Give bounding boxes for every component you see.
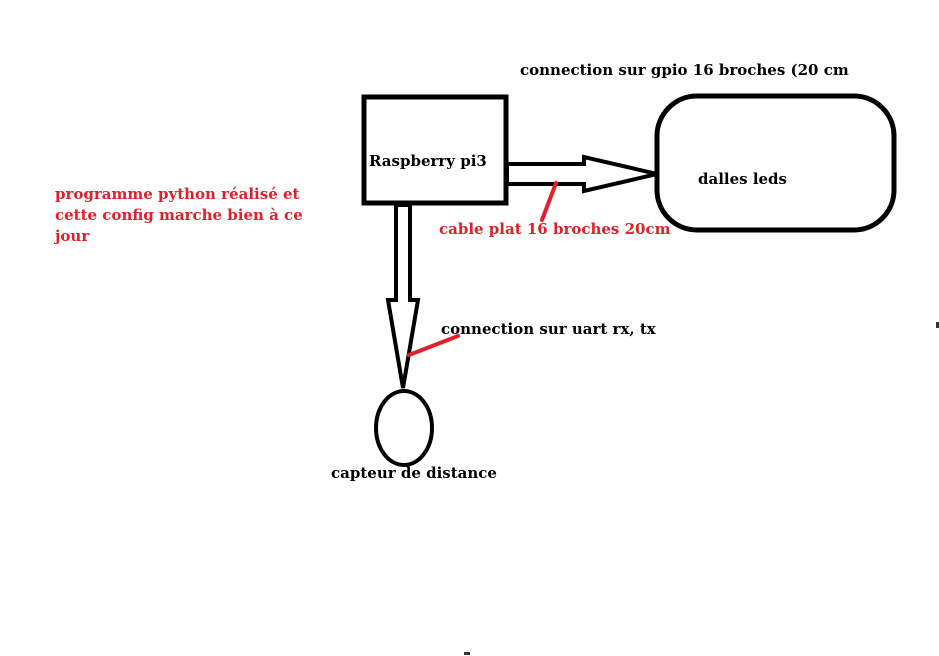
cable-label: cable plat 16 broches 20cm — [439, 220, 671, 238]
python-note-line-2: cette config marche bien à ce — [55, 206, 303, 224]
python-note-line-1: programme python réalisé et — [55, 185, 300, 203]
edge-mark-bottom — [464, 652, 470, 655]
raspberry-label: Raspberry pi3 — [369, 152, 487, 170]
arrow-raspberry-to-leds — [505, 154, 658, 194]
gpio-connection-label: connection sur gpio 16 broches (20 cm — [520, 61, 849, 79]
sensor-label: capteur de distance — [331, 464, 497, 482]
edge-mark-right — [936, 322, 939, 328]
uart-connection-label: connection sur uart rx, tx — [441, 320, 657, 338]
leds-label: dalles leds — [698, 170, 787, 188]
cable-pointer-line — [540, 181, 558, 222]
python-note-line-3: jour — [55, 227, 90, 245]
sensor-ellipse — [374, 389, 434, 467]
leds-box — [654, 93, 897, 233]
uart-pointer-line — [407, 334, 460, 357]
arrow-raspberry-to-sensor — [385, 203, 421, 389]
raspberry-box — [361, 94, 509, 206]
python-note: programme python réalisé et cette config… — [55, 184, 315, 247]
